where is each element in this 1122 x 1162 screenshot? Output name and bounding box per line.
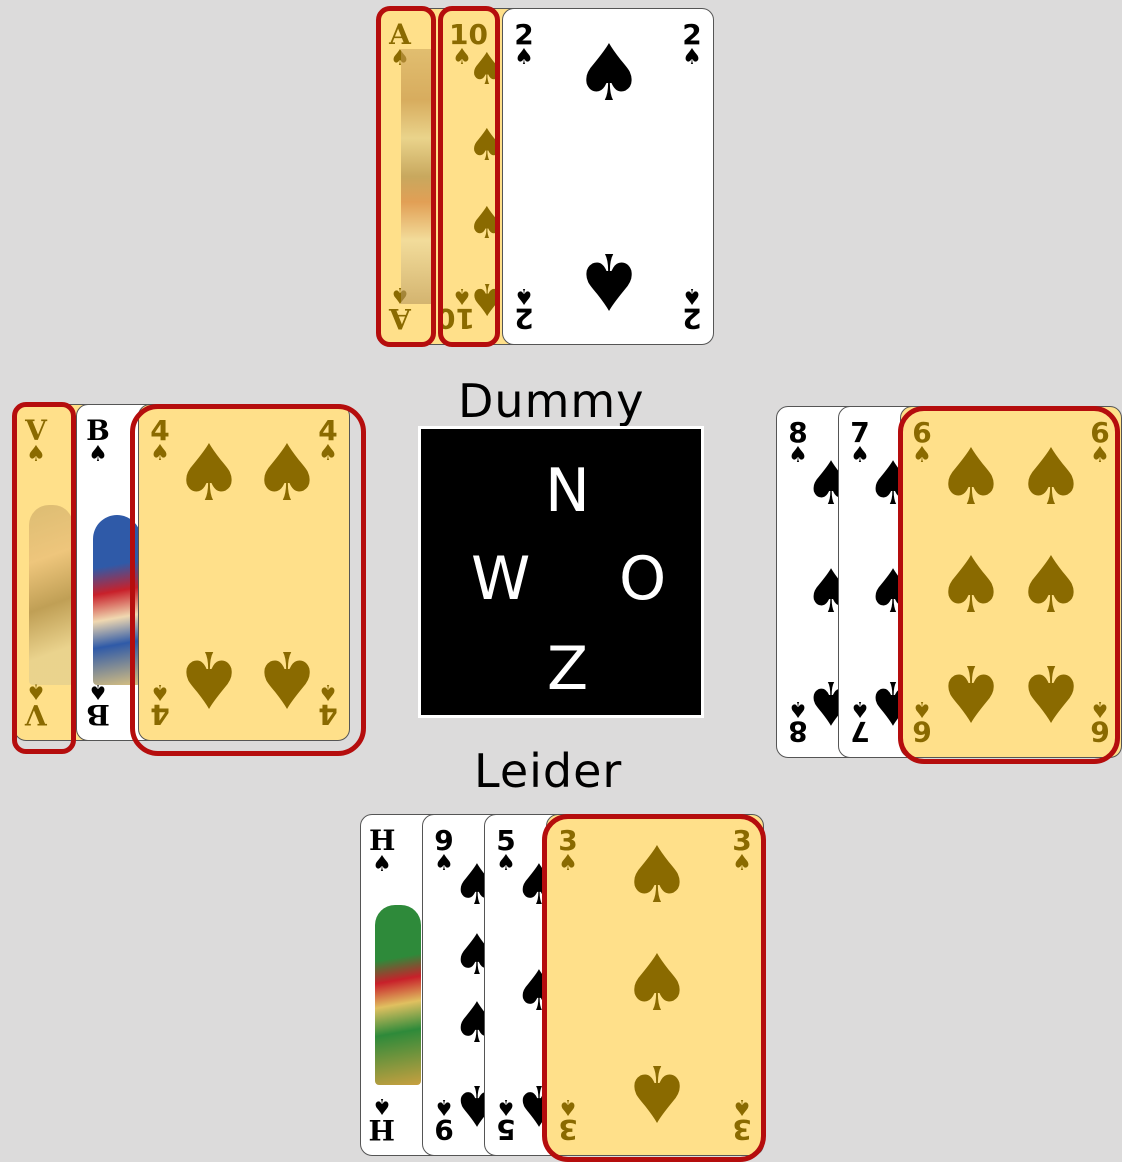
card-west-4-spades[interactable]: 4♠ 4♠ 4♠ 4♠ ♠ ♠ ♠ ♠ — [138, 404, 350, 741]
spade-icon: ♠ — [729, 1095, 755, 1117]
spade-pip: ♠ — [247, 639, 327, 717]
compass-east: O — [619, 549, 666, 609]
card-index-top: 2♠ — [511, 23, 537, 69]
spade-pip: ♠ — [931, 547, 1011, 625]
spade-icon: ♠ — [23, 443, 49, 465]
spade-pip: ♠ — [617, 945, 697, 1023]
compass-west: W — [471, 549, 530, 609]
card-index-top-right: 2♠ — [679, 23, 705, 69]
card-index-bottom-right: 3♠ — [729, 1095, 755, 1141]
spade-icon: ♠ — [369, 1095, 395, 1117]
spade-icon: ♠ — [511, 284, 537, 306]
spade-icon: ♠ — [555, 853, 581, 875]
jack-figure-illustration — [93, 515, 141, 685]
spade-icon: ♠ — [555, 1095, 581, 1117]
spade-pip: ♠ — [169, 639, 249, 717]
compass-box: N W O Z — [418, 426, 704, 718]
south-player-label: Leider — [474, 744, 622, 798]
card-index-top: H♠ — [369, 829, 395, 875]
spade-pip: ♠ — [247, 435, 327, 513]
spade-pip: ♠ — [931, 653, 1011, 731]
card-index-bottom-right: 2♠ — [679, 284, 705, 330]
card-index-top: B♠ — [85, 419, 111, 465]
north-hand: A♠ A♠ 10♠ 10♠ ♠ ♠ ♠ ♠ 2♠ 2♠ 2♠ 2♠ ♠ ♠ — [378, 8, 720, 348]
card-index-top: 3♠ — [555, 829, 581, 875]
spade-pip: ♠ — [1011, 547, 1091, 625]
card-index-bottom: B♠ — [85, 680, 111, 726]
spade-pip: ♠ — [617, 837, 697, 915]
king-figure-illustration — [375, 905, 421, 1085]
spade-pip: ♠ — [1011, 439, 1091, 517]
card-index-bottom: 2♠ — [511, 284, 537, 330]
north-player-label: Dummy — [458, 374, 644, 428]
spade-icon: ♠ — [369, 853, 395, 875]
spade-pip: ♠ — [569, 35, 649, 113]
spade-pip: ♠ — [1011, 653, 1091, 731]
card-index-top: V♠ — [23, 419, 49, 465]
card-index-bottom: H♠ — [369, 1095, 395, 1141]
card-index-top-right: 3♠ — [729, 829, 755, 875]
spade-icon: ♠ — [85, 443, 111, 465]
spade-icon: ♠ — [679, 47, 705, 69]
south-hand: H♠ H♠ 9♠ 9♠ ♠ ♠ ♠ ♠ 5♠ 5♠ ♠ ♠ ♠ 3♠ 3♠ 3♠… — [360, 814, 766, 1162]
spade-pip: ♠ — [617, 1053, 697, 1131]
spade-icon: ♠ — [679, 284, 705, 306]
west-hand: V♠ V♠ B♠ B♠ 4♠ 4♠ 4♠ 4♠ ♠ ♠ ♠ ♠ — [14, 404, 366, 756]
spade-icon: ♠ — [511, 47, 537, 69]
spade-pip: ♠ — [931, 439, 1011, 517]
spade-icon: ♠ — [729, 853, 755, 875]
card-north-2-spades[interactable]: 2♠ 2♠ 2♠ 2♠ ♠ ♠ — [502, 8, 714, 345]
compass-north: N — [545, 461, 590, 521]
card-index-bottom: V♠ — [23, 680, 49, 726]
compass-south: Z — [547, 639, 588, 699]
queen-figure-illustration — [29, 505, 73, 685]
card-east-6-spades[interactable]: 6♠ 6♠ 6♠ 6♠ ♠ ♠ ♠ ♠ ♠ ♠ — [900, 406, 1122, 758]
east-hand: 8♠ 8♠ ♠ ♠ ♠ 7♠ 7♠ ♠ ♠ ♠ 6♠ 6♠ 6♠ 6♠ ♠ ♠ … — [776, 406, 1122, 764]
ace-castle-illustration — [401, 49, 431, 304]
card-index-bottom: 3♠ — [555, 1095, 581, 1141]
spade-pip: ♠ — [169, 435, 249, 513]
card-south-3-spades[interactable]: 3♠ 3♠ 3♠ 3♠ ♠ ♠ ♠ — [546, 814, 764, 1156]
spade-pip: ♠ — [569, 241, 649, 319]
